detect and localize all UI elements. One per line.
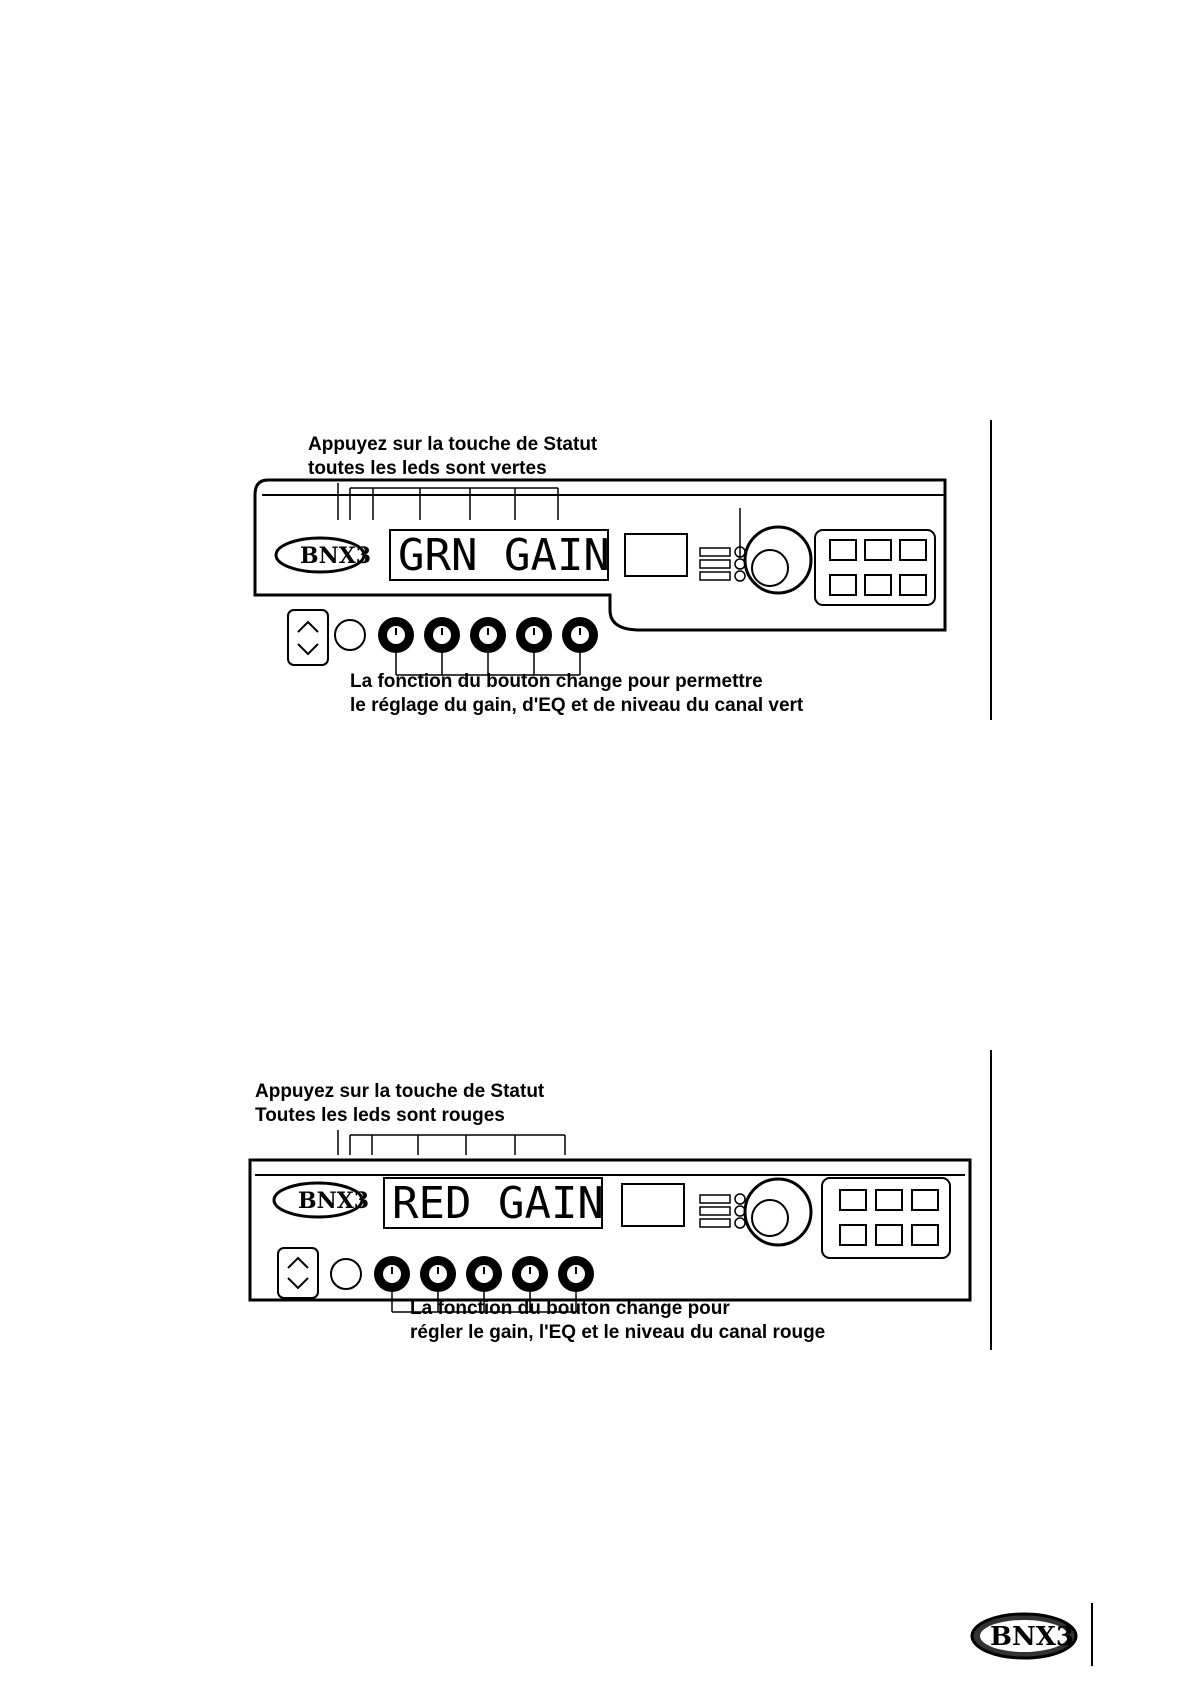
caption-top-line1: Appuyez sur la touche de Statut xyxy=(308,434,598,455)
knob-icon xyxy=(420,1256,456,1292)
leader-lines-bottom xyxy=(391,1292,577,1313)
device-diagram: BNX3 GRN GAIN xyxy=(253,478,947,676)
bnx3-logo-icon: BNX3 xyxy=(272,1181,369,1219)
led-cluster xyxy=(699,546,746,582)
footswitch-icon xyxy=(287,609,329,666)
device-outline xyxy=(248,1158,972,1302)
knob-icon xyxy=(378,617,414,653)
caption-top-line2: toutes les leds sont vertes xyxy=(308,458,547,479)
figure-green-channel: Appuyez sur la touche de Statut toutes l… xyxy=(0,420,1193,720)
panel-buttons xyxy=(829,539,927,596)
device-outline xyxy=(253,478,947,632)
leader-lines-bottom xyxy=(395,653,581,676)
svg-text:BNX3: BNX3 xyxy=(300,543,371,569)
leader-lines-top xyxy=(337,1130,566,1155)
caption-bottom-line2: régler le gain, l'EQ et le niveau du can… xyxy=(410,1322,826,1343)
device-diagram: BNX3 RED GAIN xyxy=(248,1130,972,1313)
svg-text:BNX3: BNX3 xyxy=(990,1622,1074,1652)
button-panel xyxy=(821,1177,951,1259)
caption-bottom-line1: La fonction du bouton change pour permet… xyxy=(350,671,763,692)
figure-red-channel: Appuyez sur la touche de Statut Toutes l… xyxy=(0,1050,1193,1350)
margin-bar xyxy=(990,420,992,720)
leader-lines-top xyxy=(337,483,741,558)
svg-text:BNX3: BNX3 xyxy=(298,1188,369,1214)
knob-icon xyxy=(374,1256,410,1292)
margin-bar xyxy=(990,1050,992,1350)
knob-icon xyxy=(470,617,506,653)
button-panel xyxy=(814,529,936,606)
knob-icon xyxy=(516,617,552,653)
data-wheel-icon xyxy=(743,1177,813,1247)
footswitch-icon xyxy=(277,1247,319,1299)
panel-buttons xyxy=(839,1189,939,1246)
knob-icon xyxy=(466,1256,502,1292)
led-cluster xyxy=(699,1193,746,1229)
knob-icon xyxy=(558,1256,594,1292)
knobs xyxy=(378,617,598,653)
knob-icon xyxy=(512,1256,548,1292)
data-wheel-icon xyxy=(743,525,813,595)
lcd-text: GRN GAIN xyxy=(398,530,610,581)
knob-icon xyxy=(562,617,598,653)
lcd-display xyxy=(383,1177,603,1229)
bnx3-logo-icon: BNX3 xyxy=(970,1603,1093,1666)
caption-bottom-line2: le réglage du gain, d'EQ et de niveau du… xyxy=(350,695,804,716)
caption-bottom-line1: La fonction du bouton change pour xyxy=(410,1298,730,1319)
footer-logo: BNX3 xyxy=(968,1598,1108,1673)
knob-icon xyxy=(424,617,460,653)
lcd-text: RED GAIN xyxy=(392,1178,604,1229)
status-button xyxy=(330,1258,362,1290)
secondary-display xyxy=(621,1183,685,1227)
secondary-display xyxy=(624,533,688,577)
status-button xyxy=(334,619,366,651)
caption-top-line2: Toutes les leds sont rouges xyxy=(255,1105,505,1126)
knobs xyxy=(374,1256,594,1292)
bnx3-logo-icon: BNX3 xyxy=(274,536,371,574)
lcd-display xyxy=(389,529,609,581)
caption-top-line1: Appuyez sur la touche de Statut xyxy=(255,1081,545,1102)
